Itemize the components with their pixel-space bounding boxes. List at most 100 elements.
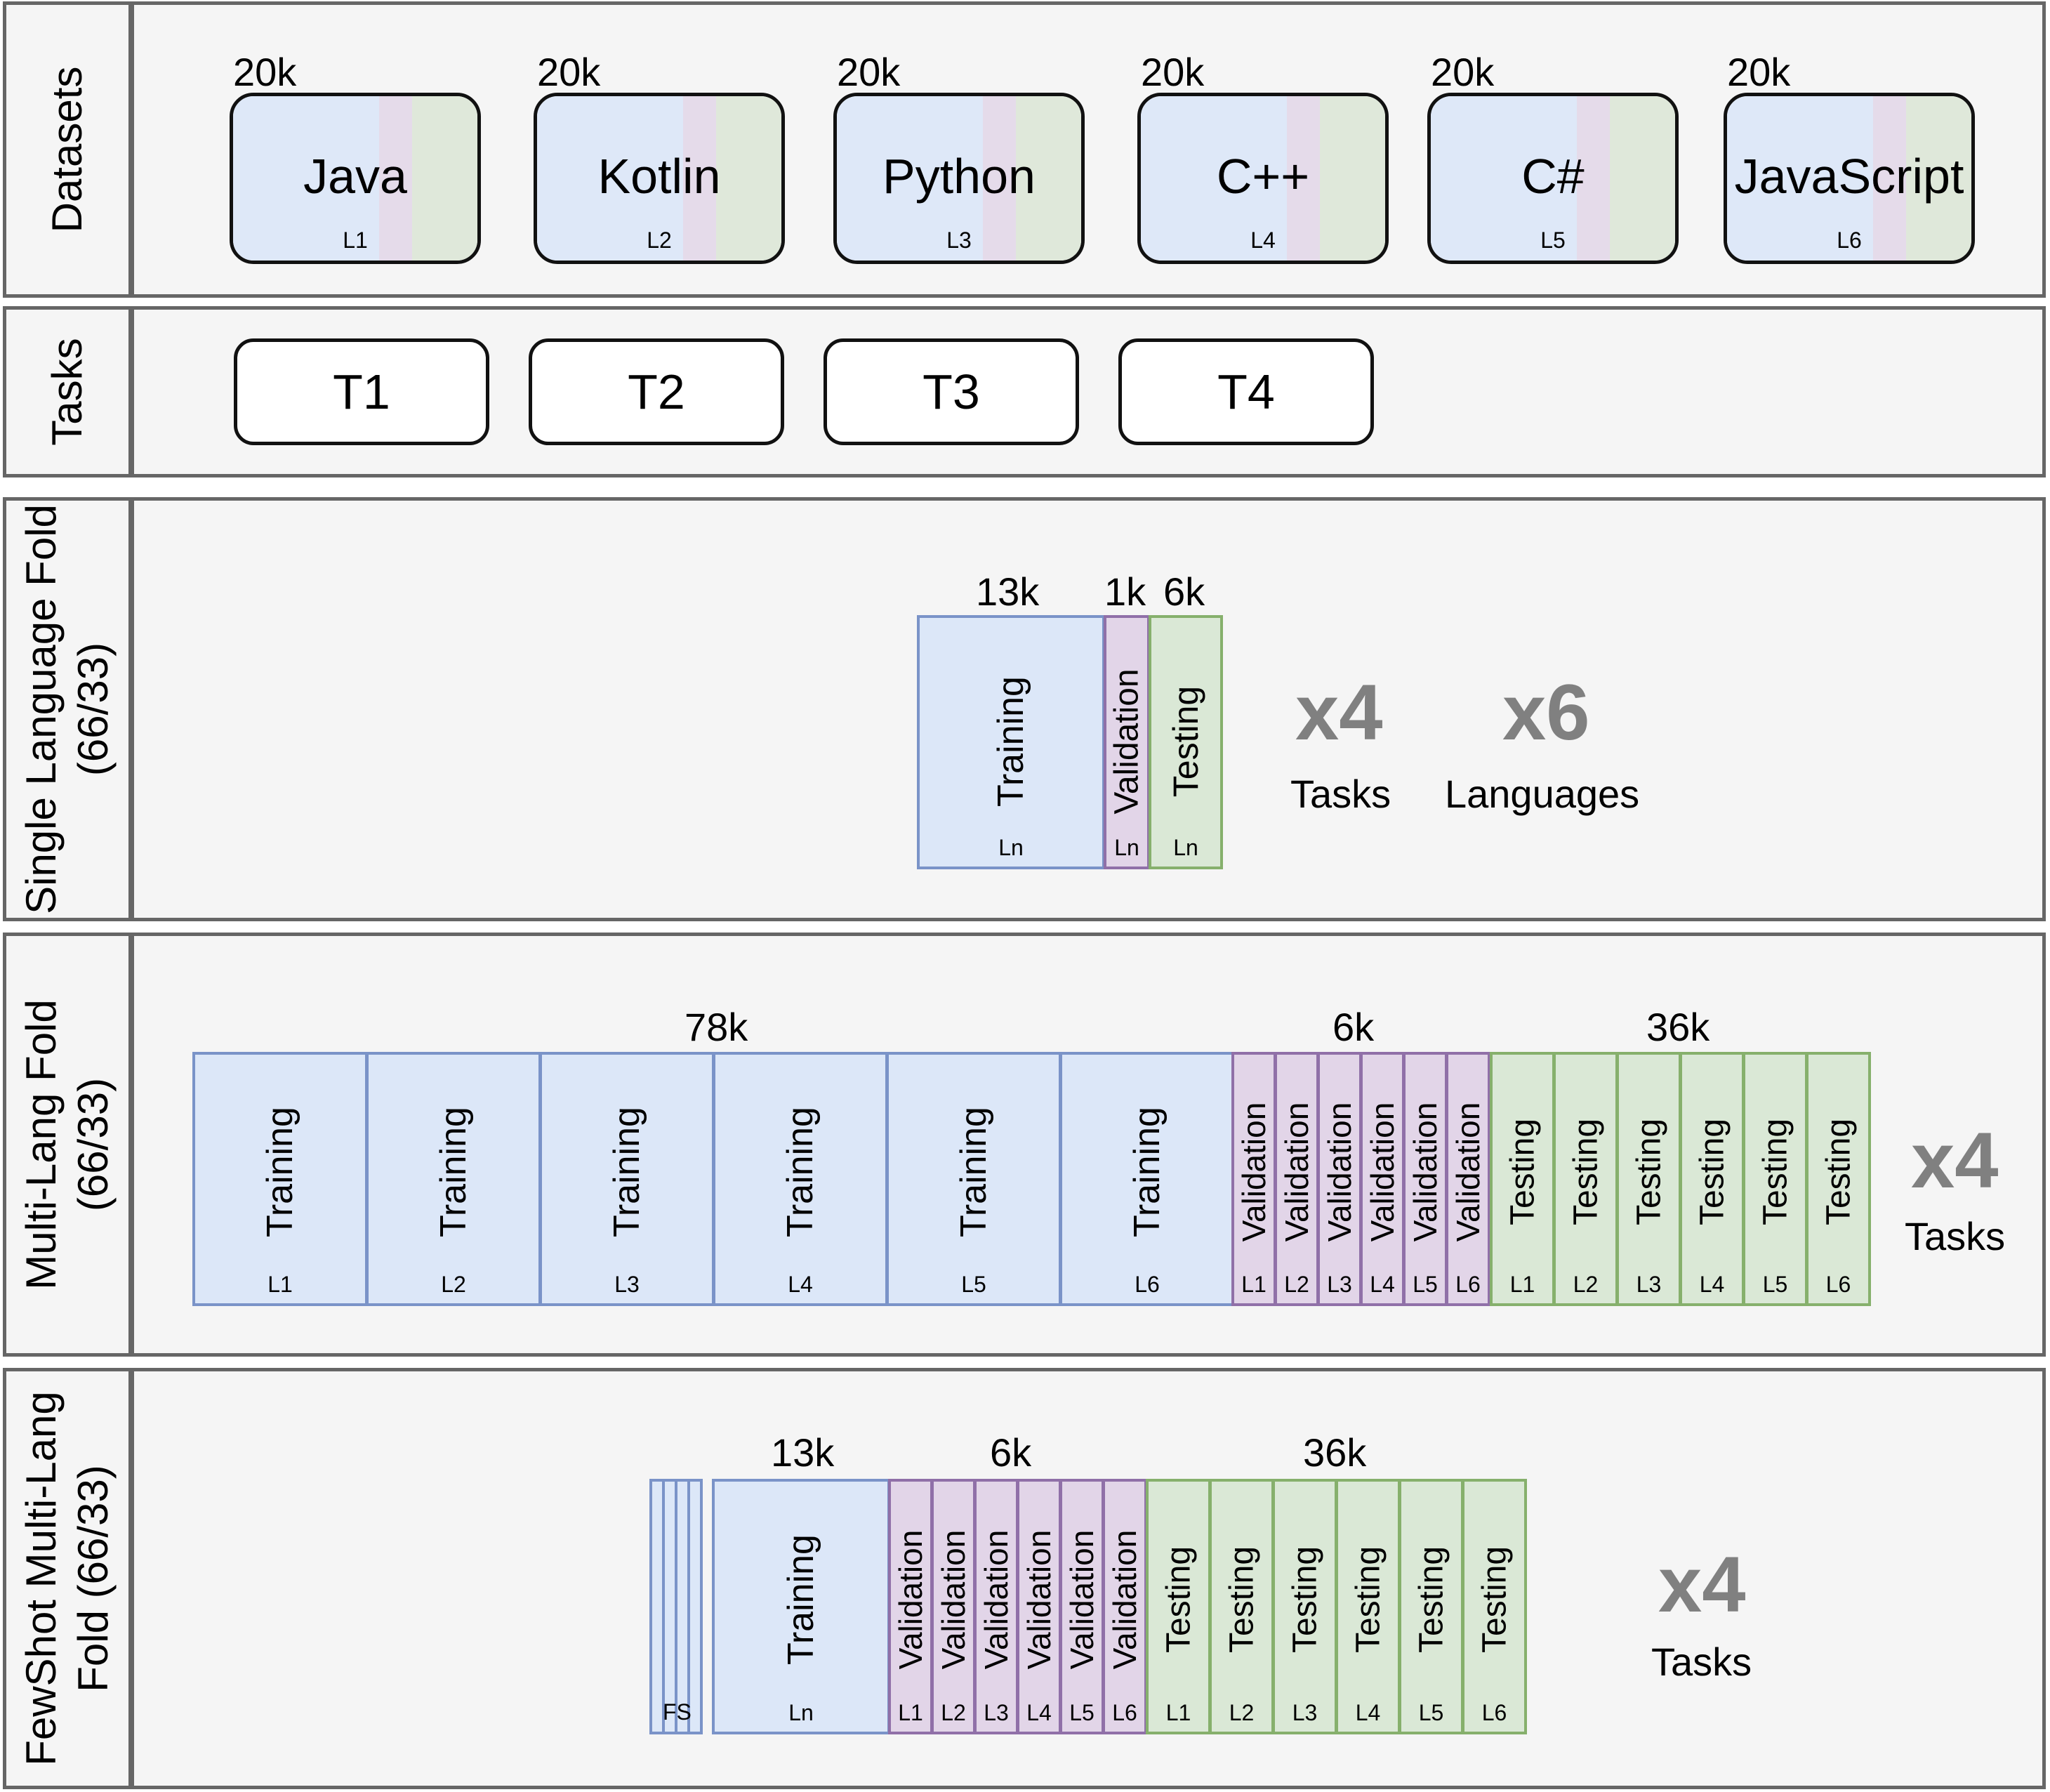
segment-label: Testing xyxy=(1166,685,1205,798)
dataset-box: C++ L4 xyxy=(1137,93,1389,264)
dataset-count: 20k xyxy=(837,50,901,94)
dataset-box: Java L1 xyxy=(230,93,481,264)
segment-label: Validation xyxy=(1321,1102,1358,1242)
segment-label: Testing xyxy=(1286,1546,1323,1654)
segment-sub: L3 xyxy=(1292,1700,1318,1725)
single-fold-row-label: Single Language Fold(66/33) xyxy=(18,504,117,914)
segment-label: Validation xyxy=(935,1529,972,1670)
segment-sub: L6 xyxy=(1135,1272,1160,1297)
segment-sub: L5 xyxy=(961,1272,986,1297)
segment-sub: L3 xyxy=(1636,1272,1662,1297)
dataset-sub: L4 xyxy=(1250,228,1276,253)
segment-label: Validation xyxy=(1108,668,1146,815)
dataset-sub: L3 xyxy=(946,228,972,253)
segment-label: Training xyxy=(991,676,1031,807)
fewshot-val-count: 6k xyxy=(990,1430,1032,1475)
segment-label: Training xyxy=(1127,1107,1168,1237)
tasks-row-label: Tasks xyxy=(44,338,91,446)
segment-label: Training xyxy=(607,1107,647,1237)
single-languages-multiplier: x6 xyxy=(1502,668,1590,756)
fewshot-tasks-multiplier: x4 xyxy=(1658,1541,1746,1628)
task-t3: T3 xyxy=(824,338,1079,445)
segment-sub: Ln xyxy=(1173,835,1198,860)
segment-sub: L3 xyxy=(614,1272,640,1297)
single-train-count: 13k xyxy=(976,569,1040,614)
dataset-name: C++ xyxy=(1216,149,1310,204)
segment-label: Validation xyxy=(1278,1102,1315,1242)
segment-label: Validation xyxy=(1021,1529,1057,1670)
single-testing-block: Testing Ln xyxy=(1149,615,1223,869)
dataset-name: Kotlin xyxy=(597,149,721,204)
dataset-count: 20k xyxy=(537,50,601,94)
segment-sub: L1 xyxy=(1509,1272,1535,1297)
single-tasks-multiplier: x4 xyxy=(1295,668,1383,756)
multi-val-count: 6k xyxy=(1332,1005,1375,1049)
segment-sub: L5 xyxy=(1418,1700,1444,1725)
dataset-count: 20k xyxy=(1141,50,1205,94)
datasets-header: Datasets xyxy=(6,5,134,294)
segment-label: Validation xyxy=(1064,1529,1100,1670)
multi-tasks-caption: Tasks xyxy=(1905,1214,2006,1258)
segment-sub: L3 xyxy=(1327,1272,1352,1297)
dataset-count: 20k xyxy=(1431,50,1495,94)
segment-label: Testing xyxy=(1757,1118,1794,1226)
fewshot-tasks-caption: Tasks xyxy=(1651,1640,1752,1684)
segment-sub: L4 xyxy=(1370,1272,1395,1297)
dataset-sub: L2 xyxy=(647,228,672,253)
segment-sub: L3 xyxy=(984,1700,1009,1725)
segment-label: Testing xyxy=(1820,1118,1857,1226)
segment-label: Testing xyxy=(1567,1118,1604,1226)
segment-sub: L2 xyxy=(1284,1272,1309,1297)
single-test-count: 6k xyxy=(1163,569,1205,614)
multi-fold-header: Multi-Lang Fold(66/33) xyxy=(6,936,134,1353)
multi-train-count: 78k xyxy=(685,1005,748,1049)
segment-sub: L2 xyxy=(941,1700,966,1725)
dataset-name: C# xyxy=(1521,149,1585,204)
multi-fold-row-label: Multi-Lang Fold(66/33) xyxy=(18,999,117,1290)
segment-label: Validation xyxy=(892,1529,929,1670)
fewshot-fs-slice xyxy=(687,1479,703,1734)
segment-sub: L2 xyxy=(441,1272,466,1297)
segment-sub: L4 xyxy=(1699,1272,1725,1297)
segment-label: Testing xyxy=(1413,1546,1450,1654)
multi-tasks-multiplier: x4 xyxy=(1911,1116,1999,1204)
segment-sub: Ln xyxy=(1114,835,1139,860)
segment-sub: L6 xyxy=(1455,1272,1481,1297)
single-languages-caption: Languages xyxy=(1445,772,1640,816)
datasets-row-label: Datasets xyxy=(44,66,91,233)
multi-test-count: 36k xyxy=(1646,1005,1710,1049)
segment-label: Validation xyxy=(1236,1102,1272,1242)
segment-label: Validation xyxy=(1407,1102,1443,1242)
segment-label: Training xyxy=(260,1107,300,1237)
segment-sub: L4 xyxy=(1026,1700,1052,1725)
dataset-name: Python xyxy=(882,149,1036,204)
segment-label: Testing xyxy=(1349,1546,1387,1654)
segment-sub: L6 xyxy=(1825,1272,1851,1297)
segment-sub: L4 xyxy=(788,1272,813,1297)
segment-label: Validation xyxy=(1450,1102,1486,1242)
segment-sub: Ln xyxy=(788,1700,814,1725)
segment-sub: L5 xyxy=(1762,1272,1788,1297)
segment-label: Testing xyxy=(1504,1118,1541,1226)
segment-sub: L1 xyxy=(1241,1272,1267,1297)
task-t1: T1 xyxy=(234,338,489,445)
segment-label: Testing xyxy=(1630,1118,1667,1226)
segment-label: Testing xyxy=(1476,1546,1513,1654)
dataset-count: 20k xyxy=(1727,50,1791,94)
single-tasks-caption: Tasks xyxy=(1290,772,1391,816)
